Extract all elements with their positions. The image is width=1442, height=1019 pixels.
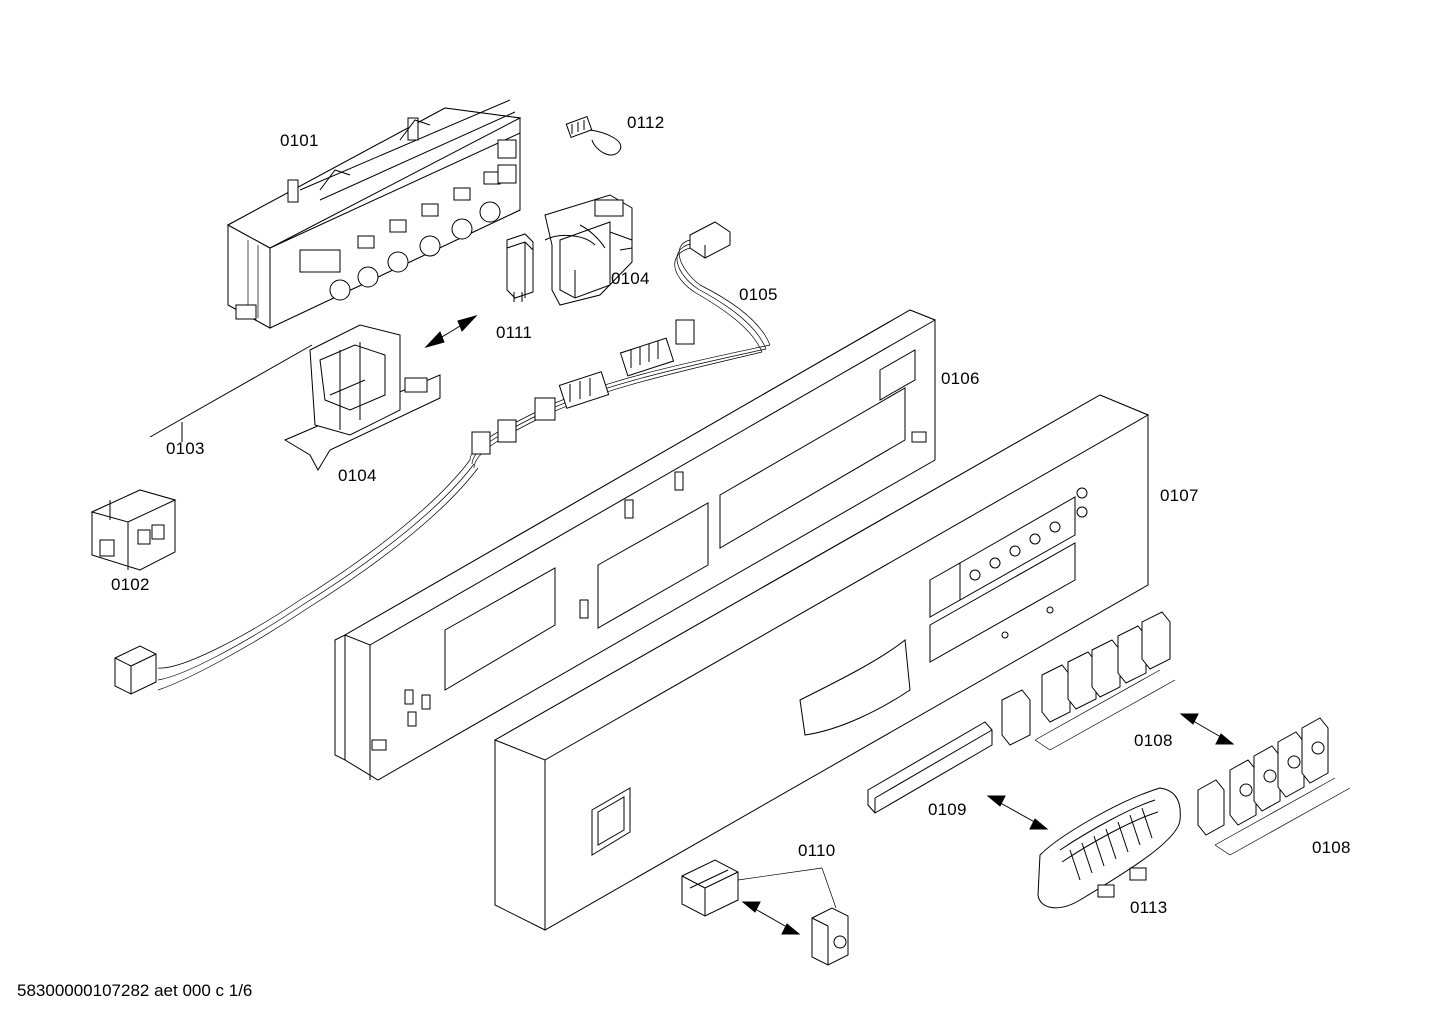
parts-0110 — [681, 859, 849, 966]
frame-0106 — [334, 309, 937, 781]
wiring-harness-0105 — [114, 221, 771, 695]
component-0111 — [506, 233, 534, 302]
label-0104-top: 0104 — [611, 269, 650, 288]
label-0111: 0111 — [496, 323, 533, 342]
label-0103: 0103 — [166, 439, 205, 458]
front-panel-0107 — [493, 394, 1150, 931]
label-0106: 0106 — [941, 369, 980, 388]
connector-0112 — [565, 116, 622, 156]
label-0112: 0112 — [627, 113, 665, 132]
control-module-0101 — [226, 99, 522, 329]
document-id: 58300000107282 aet 000 c 1/6 — [17, 981, 253, 1000]
arrows — [424, 315, 1235, 935]
label-0113: 0113 — [1130, 898, 1168, 917]
bracket-0104-top — [544, 194, 633, 306]
label-0109: 0109 — [928, 800, 967, 819]
label-0108-lower: 0108 — [1312, 838, 1351, 857]
label-0102: 0102 — [111, 575, 150, 594]
button-strip-0108-upper — [1001, 611, 1176, 751]
leader-line-0103 — [149, 344, 313, 442]
label-0107: 0107 — [1160, 486, 1199, 505]
cover-0113 — [1037, 787, 1181, 909]
label-0101: 0101 — [280, 131, 319, 150]
switch-0102 — [90, 489, 177, 571]
bracket-0104-bottom — [283, 324, 441, 472]
label-0105: 0105 — [739, 285, 778, 304]
label-0104-bottom: 0104 — [338, 466, 377, 485]
button-strip-0108-lower — [1197, 717, 1351, 856]
label-0110: 0110 — [798, 841, 836, 860]
strip-0109 — [867, 721, 993, 814]
label-0108-upper: 0108 — [1134, 731, 1173, 750]
